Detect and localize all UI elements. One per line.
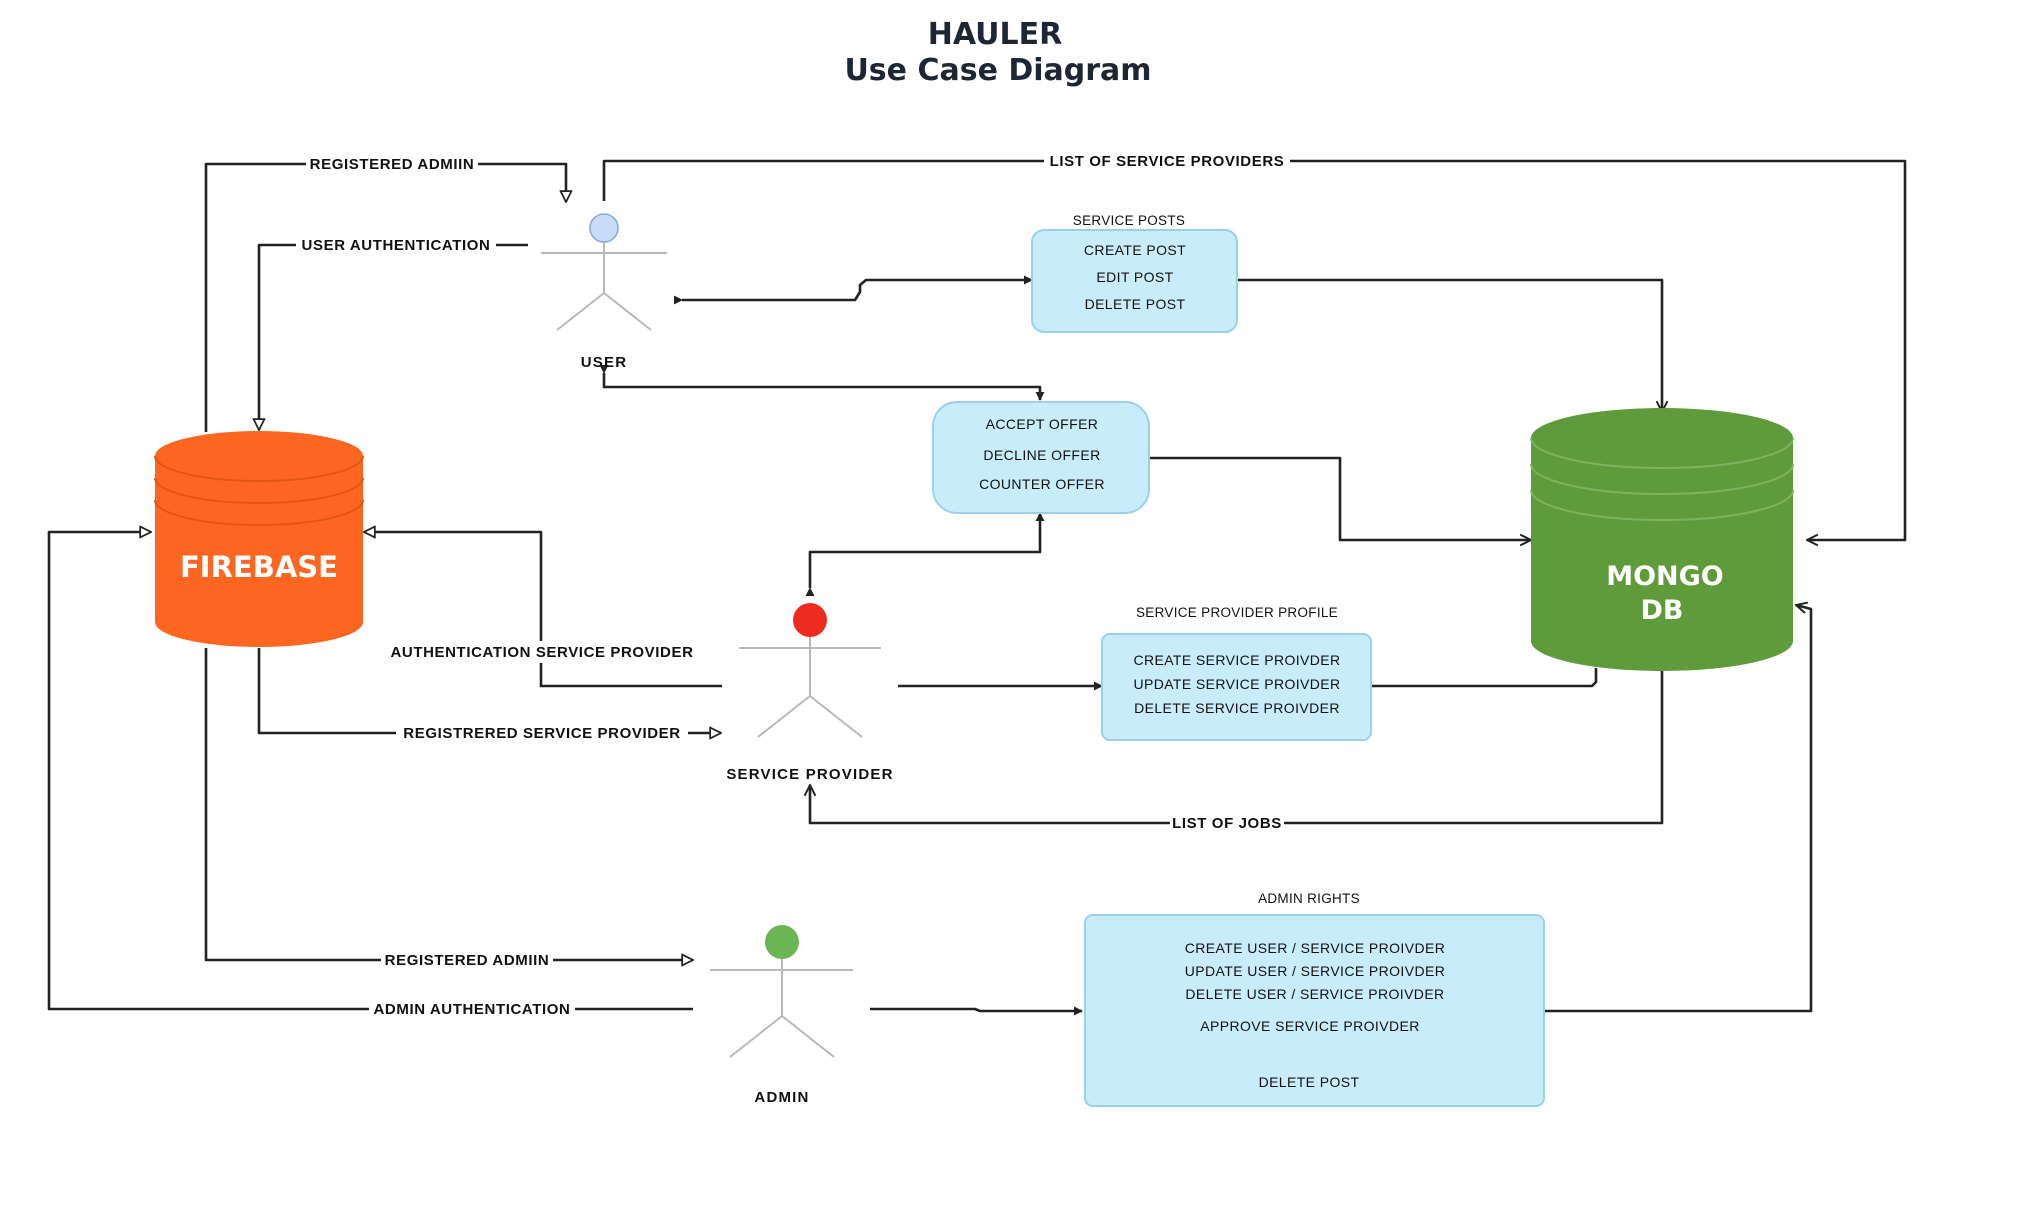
edge-label-admin-authentication: ADMIN AUTHENTICATION — [374, 1001, 571, 1018]
edge-label-list-of-service-providers: LIST OF SERVICE PROVIDERS — [1050, 153, 1285, 170]
service-posts-item-edit: EDIT POST — [1096, 269, 1173, 285]
offers-item-counter: COUNTER OFFER — [979, 476, 1105, 492]
use-case-service-posts: SERVICE POSTS CREATE POST EDIT POST DELE… — [1031, 213, 1238, 333]
user-head-icon — [589, 213, 619, 243]
edge-admin-to-firebase-authentication — [47, 532, 693, 1011]
edge-label-user-authentication: USER AUTHENTICATION — [302, 237, 491, 254]
edge-user-offers — [599, 364, 1045, 401]
use-case-offers: ACCEPT OFFER DECLINE OFFER COUNTER OFFER — [932, 401, 1150, 514]
edge-service-posts-to-mongodb — [1237, 278, 1662, 412]
admin-head-icon — [765, 925, 799, 959]
use-case-admin-rights: ADMIN RIGHTS CREATE USER / SERVICE PROIV… — [1084, 891, 1545, 1107]
admin-rights-item-delete-post: DELETE POST — [1259, 1074, 1360, 1090]
firebase-database: FIREBASE — [154, 431, 364, 647]
mongodb-label-line1: MONGO — [1606, 561, 1724, 592]
edge-service-provider-offers — [805, 512, 1045, 597]
actor-admin-label: ADMIN — [754, 1089, 809, 1106]
profile-item-delete: DELETE SERVICE PROIVDER — [1134, 700, 1340, 716]
mongodb-database: MONGO DB — [1530, 408, 1794, 671]
edge-mongodb-to-user-service-providers — [602, 159, 1907, 540]
firebase-label: FIREBASE — [180, 550, 338, 584]
edge-label-registered-admin-user: REGISTERED ADMIIN — [310, 156, 475, 173]
edge-admin-rights-to-mongodb — [1543, 605, 1813, 1013]
admin-rights-item-approve: APPROVE SERVICE PROIVDER — [1200, 1018, 1419, 1034]
actor-service-provider-label: SERVICE PROVIDER — [726, 766, 893, 783]
offers-item-decline: DECLINE OFFER — [983, 447, 1100, 463]
edge-service-provider-to-firebase-authentication — [364, 532, 722, 688]
admin-rights-item-update: UPDATE USER / SERVICE PROIVDER — [1185, 963, 1445, 979]
mongodb-label-line2: DB — [1641, 595, 1684, 626]
offers-item-accept: ACCEPT OFFER — [986, 416, 1099, 432]
service-posts-item-delete: DELETE POST — [1085, 296, 1186, 312]
profile-item-create: CREATE SERVICE PROIVDER — [1133, 652, 1340, 668]
diagram-subtitle: Use Case Diagram — [844, 53, 1151, 88]
edge-label-registered-service-provider: REGISTRERED SERVICE PROVIDER — [403, 725, 680, 742]
service-provider-head-icon — [793, 603, 827, 637]
admin-rights-item-delete: DELETE USER / SERVICE PROIVDER — [1185, 986, 1444, 1002]
edge-admin-to-admin-rights — [870, 1006, 1083, 1016]
actor-service-provider: SERVICE PROVIDER — [726, 603, 893, 783]
edge-label-registered-admin-admin: REGISTERED ADMIIN — [385, 952, 550, 969]
edge-user-to-firebase-authentication — [259, 243, 528, 430]
actor-user-label: USER — [581, 354, 627, 371]
edge-label-list-of-jobs: LIST OF JOBS — [1172, 815, 1282, 832]
edge-label-authentication-service-provider: AUTHENTICATION SERVICE PROVIDER — [390, 644, 693, 661]
edge-firebase-to-admin-registered — [204, 648, 693, 960]
service-posts-item-create: CREATE POST — [1084, 242, 1186, 258]
edge-user-service-posts — [673, 275, 1033, 305]
admin-rights-item-create: CREATE USER / SERVICE PROIVDER — [1185, 940, 1445, 956]
actor-admin: ADMIN — [710, 925, 853, 1106]
edge-profile-to-mongodb — [1371, 668, 1598, 688]
profile-item-update: UPDATE SERVICE PROIVDER — [1133, 676, 1340, 692]
diagram-title: HAULER — [928, 17, 1062, 52]
service-posts-title: SERVICE POSTS — [1073, 213, 1185, 228]
use-case-service-provider-profile: SERVICE PROVIDER PROFILE CREATE SERVICE … — [1101, 605, 1372, 741]
actor-user: USER — [541, 213, 667, 371]
admin-rights-title: ADMIN RIGHTS — [1258, 891, 1360, 906]
service-provider-profile-title: SERVICE PROVIDER PROFILE — [1136, 605, 1338, 620]
edge-offers-to-mongodb — [1149, 456, 1531, 540]
